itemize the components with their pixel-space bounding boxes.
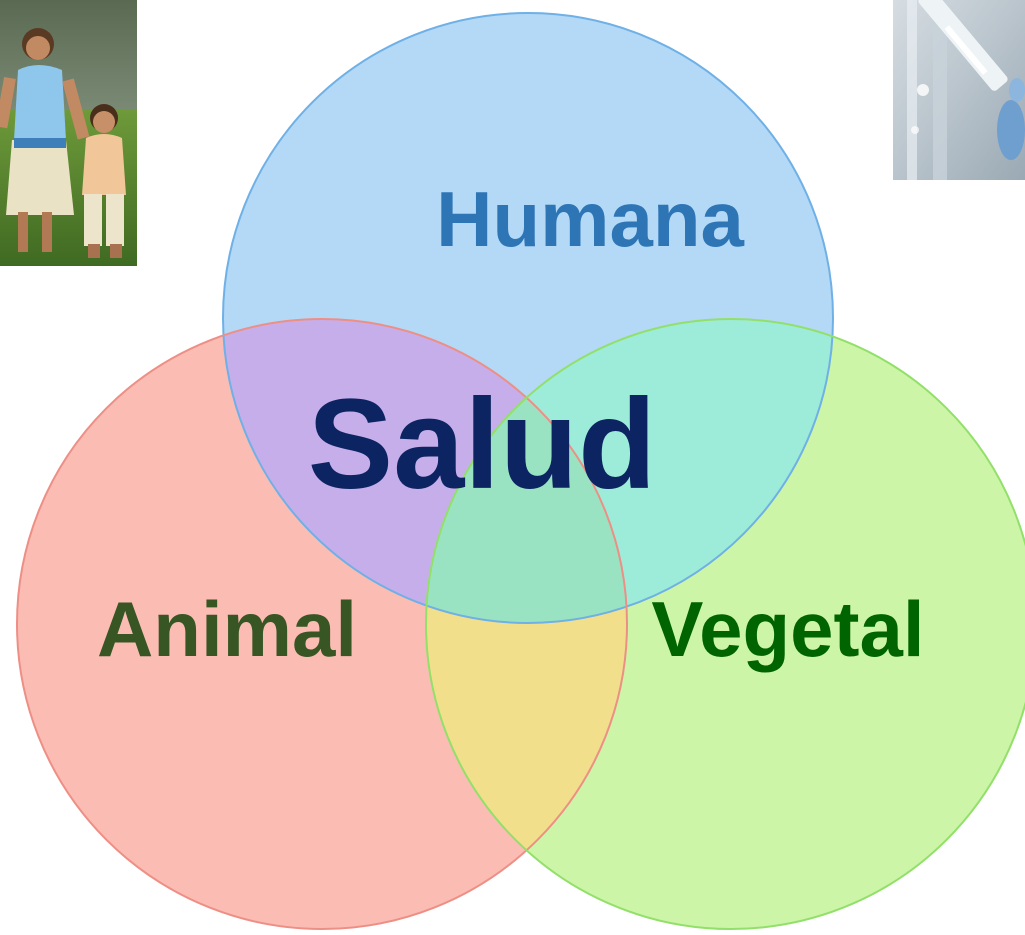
label-animal: Animal xyxy=(97,585,357,673)
photo-laboratory-syringe-icon xyxy=(893,0,1025,180)
photo-children-playing-icon xyxy=(0,0,137,266)
label-salud: Salud xyxy=(308,373,657,516)
label-humana: Humana xyxy=(436,175,744,263)
label-vegetal: Vegetal xyxy=(651,585,924,673)
